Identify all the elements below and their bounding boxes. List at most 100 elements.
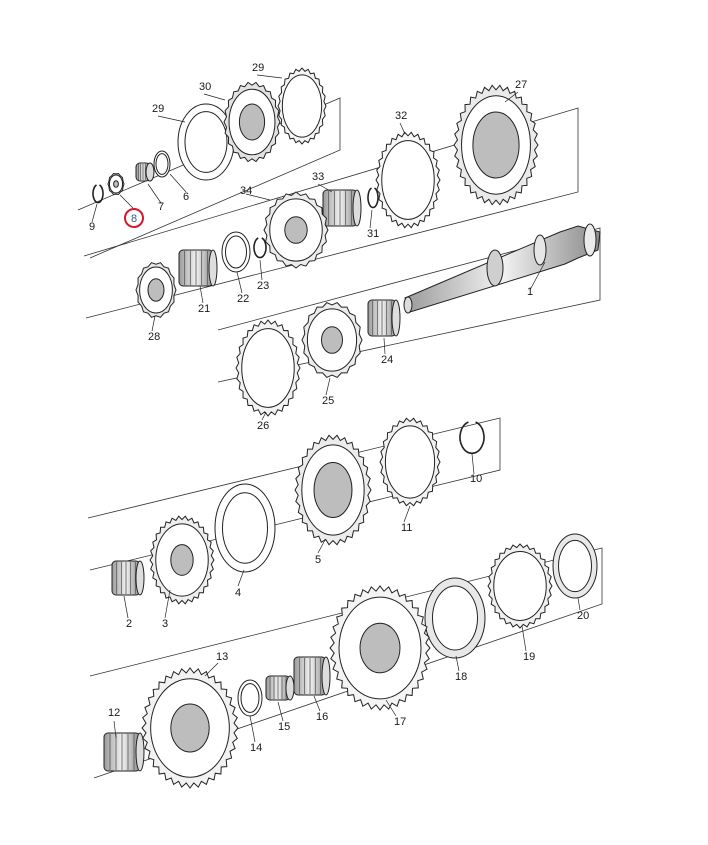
gear-3	[149, 515, 215, 605]
leader-line	[113, 720, 117, 739]
main-shaft	[403, 223, 601, 314]
callout-20: 20	[577, 610, 589, 622]
gear-parts	[92, 67, 598, 789]
helical-gear-34	[263, 191, 329, 269]
sleeve-15	[265, 675, 295, 701]
leader-line	[203, 93, 226, 101]
leader-line	[256, 74, 283, 79]
needle-bearing-24	[367, 299, 401, 337]
leader-line	[325, 377, 331, 396]
needle-bearing-16	[293, 656, 331, 696]
leader-line	[521, 625, 527, 652]
leader-line	[236, 271, 243, 294]
callout-30: 30	[199, 81, 211, 93]
callout-16: 16	[316, 711, 328, 723]
leader-line	[313, 695, 321, 712]
leader-line	[577, 597, 581, 611]
callout-34: 34	[240, 185, 252, 197]
leader-line	[249, 715, 256, 743]
callout-28: 28	[148, 331, 160, 343]
leader-line	[455, 655, 460, 672]
leader-line	[157, 115, 186, 123]
collar-18	[424, 577, 486, 659]
leader-line	[199, 285, 204, 304]
callout-33: 33	[312, 171, 324, 183]
callout-13: 13	[216, 651, 228, 663]
leader-line	[504, 91, 519, 103]
synchro-32	[375, 131, 441, 229]
leader-line	[383, 337, 386, 355]
callout-6: 6	[183, 191, 189, 203]
clutch-hub-5	[294, 434, 372, 546]
leader-line	[91, 203, 98, 223]
callout-14: 14	[250, 742, 262, 754]
circlip-10	[459, 421, 485, 455]
needle-bearing-12	[103, 732, 145, 772]
callout-24: 24	[381, 354, 393, 366]
clutch-hub-30	[223, 81, 281, 163]
washer-14	[237, 679, 263, 717]
callout-29a: 29	[252, 62, 264, 74]
callout-10: 10	[470, 473, 482, 485]
leader-line	[317, 539, 326, 554]
highlight-label: 8	[131, 213, 137, 225]
callout-15: 15	[278, 721, 290, 733]
callout-21: 21	[198, 303, 210, 315]
ring-6	[153, 150, 171, 178]
needle-bearing-33	[322, 189, 362, 227]
callout-11: 11	[401, 522, 412, 534]
highlight-ring	[124, 208, 144, 228]
gear-27	[453, 84, 539, 206]
leader-line	[529, 261, 546, 291]
leader-line-8	[119, 194, 134, 209]
leader-line	[399, 122, 406, 135]
callout-31: 31	[367, 228, 379, 240]
synchro-ring-29b	[177, 103, 235, 181]
leader-line	[204, 662, 219, 677]
leader-line	[164, 589, 171, 619]
circlip-23	[253, 237, 267, 259]
leader-lines	[91, 74, 581, 743]
gear-17	[329, 585, 431, 711]
needle-bearing-21	[178, 249, 218, 287]
gear-13	[141, 667, 239, 789]
callout-5: 5	[315, 554, 321, 566]
callout-labels: 1 2 3 4 5 6 7 9 10 11 12 13 14 15 16 17 …	[89, 62, 589, 754]
sleeve-7	[135, 162, 155, 182]
callout-23: 23	[257, 280, 269, 292]
callout-12: 12	[108, 707, 120, 719]
callout-7: 7	[158, 201, 164, 213]
synchro-19	[487, 543, 553, 629]
callout-26: 26	[257, 420, 269, 432]
helical-gear-25	[301, 301, 363, 379]
leader-line	[471, 453, 475, 475]
synchro-ring-29a	[277, 67, 327, 145]
leader-line	[245, 193, 271, 201]
callout-29b: 29	[152, 103, 164, 115]
leader-line	[385, 699, 397, 717]
callout-18: 18	[455, 671, 467, 683]
leader-line	[369, 209, 373, 229]
leader-line	[169, 173, 187, 193]
synchro-ring-4	[214, 483, 276, 573]
small-gear-8	[107, 172, 125, 196]
callout-2: 2	[126, 618, 132, 630]
leader-line	[151, 315, 156, 332]
leader-line	[237, 569, 245, 587]
leader-line	[147, 183, 162, 204]
synchro-11	[379, 417, 441, 507]
callout-4: 4	[235, 587, 241, 599]
callout-9: 9	[89, 221, 95, 233]
callout-27: 27	[515, 79, 527, 91]
washer-22	[221, 231, 251, 273]
callout-3: 3	[162, 618, 168, 630]
leader-line	[403, 505, 411, 523]
leader-line	[261, 411, 267, 421]
leader-line	[259, 259, 263, 281]
leader-line	[317, 183, 333, 193]
circlip-9	[92, 184, 104, 204]
leader-line	[123, 595, 129, 619]
leader-line	[277, 701, 284, 722]
